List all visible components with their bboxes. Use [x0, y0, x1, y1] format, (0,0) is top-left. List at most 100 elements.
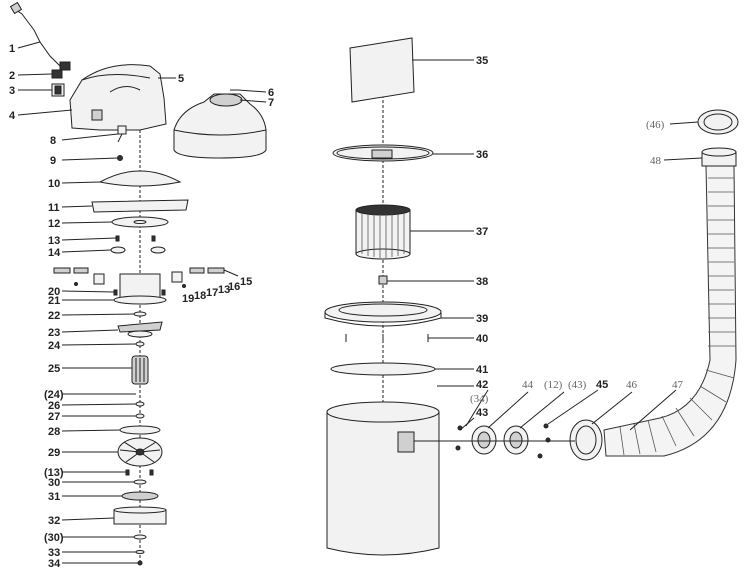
- callout-1: 1: [9, 43, 15, 55]
- hose-end-48: [701, 147, 737, 167]
- callout-12-ref: (12): [544, 379, 563, 391]
- screws-40: [345, 334, 429, 342]
- callout-46: 46: [626, 379, 638, 391]
- callout-9: 9: [50, 155, 56, 167]
- callout-24-ref: (24): [44, 389, 64, 401]
- callout-15: 15: [240, 276, 252, 288]
- callout-23: 23: [48, 327, 60, 339]
- callout-41: 41: [476, 364, 488, 376]
- hose-ribs: [619, 177, 736, 456]
- callout-13-ref: (13): [44, 467, 64, 479]
- callout-33: 33: [48, 547, 60, 559]
- callout-34: 34: [48, 558, 61, 570]
- washer-26: [135, 401, 145, 407]
- cartridge-filter: [355, 204, 411, 260]
- callout-37: 37: [476, 226, 488, 238]
- callout-7: 7: [268, 97, 274, 109]
- washer-30: [133, 479, 147, 485]
- callout-14: 14: [48, 247, 61, 259]
- callout-6: 6: [268, 87, 274, 99]
- gasket-41: [330, 362, 436, 376]
- tank-drum: [326, 401, 440, 556]
- callout-24: 24: [48, 340, 61, 352]
- callout-26: 26: [48, 400, 60, 412]
- callout-27: 27: [48, 411, 60, 423]
- callout-29: 29: [48, 447, 60, 459]
- screws-13: [115, 235, 156, 242]
- callout-42: 42: [476, 379, 488, 391]
- armature: [131, 355, 149, 385]
- callout-44: 44: [522, 379, 534, 391]
- callout-5: 5: [178, 73, 184, 85]
- callout-13b: 13: [218, 284, 230, 296]
- callout-43: 43: [476, 407, 488, 419]
- callout-18: 18: [194, 290, 206, 302]
- nut-34: [137, 560, 143, 566]
- washer-22: [133, 311, 147, 317]
- cord-relief: [51, 69, 63, 79]
- fan-23: [117, 321, 163, 338]
- callout-21: 21: [48, 295, 60, 307]
- hose-cuff-46-ref: [697, 109, 739, 135]
- callout-12: 12: [48, 218, 60, 230]
- knob-38: [378, 275, 388, 285]
- brush-assembly: [53, 267, 225, 288]
- dome-filter: [98, 170, 182, 187]
- callout-28: 28: [48, 426, 60, 438]
- callout-36: 36: [476, 149, 488, 161]
- filter-bag: [349, 37, 415, 103]
- impeller: [117, 437, 163, 467]
- callout-31: 31: [48, 491, 60, 503]
- seal-12: [111, 216, 169, 228]
- callout-30-ref: (30): [44, 532, 64, 544]
- washer-27: [135, 413, 145, 419]
- callout-17: 17: [206, 287, 218, 299]
- flexible-hose: [603, 165, 737, 457]
- callout-8: 8: [50, 135, 56, 147]
- inlet-flange-43: [503, 425, 529, 455]
- washer-33: [135, 550, 145, 554]
- callout-2: 2: [9, 70, 15, 82]
- clamp-ring: [332, 144, 434, 162]
- motor-frame: [113, 273, 167, 305]
- callout-48: 48: [650, 155, 662, 167]
- clip-8: [117, 125, 127, 143]
- callout-40: 40: [476, 333, 488, 345]
- callout-30: 30: [48, 477, 60, 489]
- power-cord: [9, 1, 71, 71]
- plate-28: [119, 425, 161, 435]
- callout-43-ref: (43): [568, 379, 587, 391]
- callout-16: 16: [228, 281, 240, 293]
- inlet-flange-44: [471, 425, 497, 455]
- callout-39: 39: [476, 313, 488, 325]
- callout-4: 4: [9, 110, 16, 122]
- cover-cap: [173, 93, 267, 159]
- callout-35: 35: [476, 55, 488, 67]
- callout-46-ref: (46): [646, 119, 665, 131]
- callout-45: 45: [596, 379, 608, 391]
- callout-10: 10: [48, 178, 60, 190]
- callout-25: 25: [48, 363, 60, 375]
- foam-pad: [91, 199, 189, 213]
- washer-30b: [133, 534, 147, 540]
- callout-3: 3: [9, 85, 15, 97]
- cartridge-pleats: [361, 214, 405, 258]
- disc-31: [121, 491, 159, 501]
- screws-13b: [125, 469, 154, 476]
- callout-20: 20: [48, 286, 60, 298]
- tank-lid: [324, 301, 442, 327]
- switch: [51, 83, 65, 97]
- callout-22: 22: [48, 310, 60, 322]
- callout-13: 13: [48, 235, 60, 247]
- callout-34-ref: (34): [470, 393, 489, 405]
- callout-38: 38: [476, 276, 488, 288]
- leader-lines-right: [387, 59, 703, 431]
- callout-11: 11: [48, 202, 60, 214]
- callout-19: 19: [182, 293, 194, 305]
- ring-32: [113, 506, 167, 525]
- brackets-14: [110, 246, 166, 254]
- hose-cuff-46: [569, 419, 603, 461]
- motor-top-cover: [69, 64, 167, 131]
- bearing-24: [135, 341, 145, 347]
